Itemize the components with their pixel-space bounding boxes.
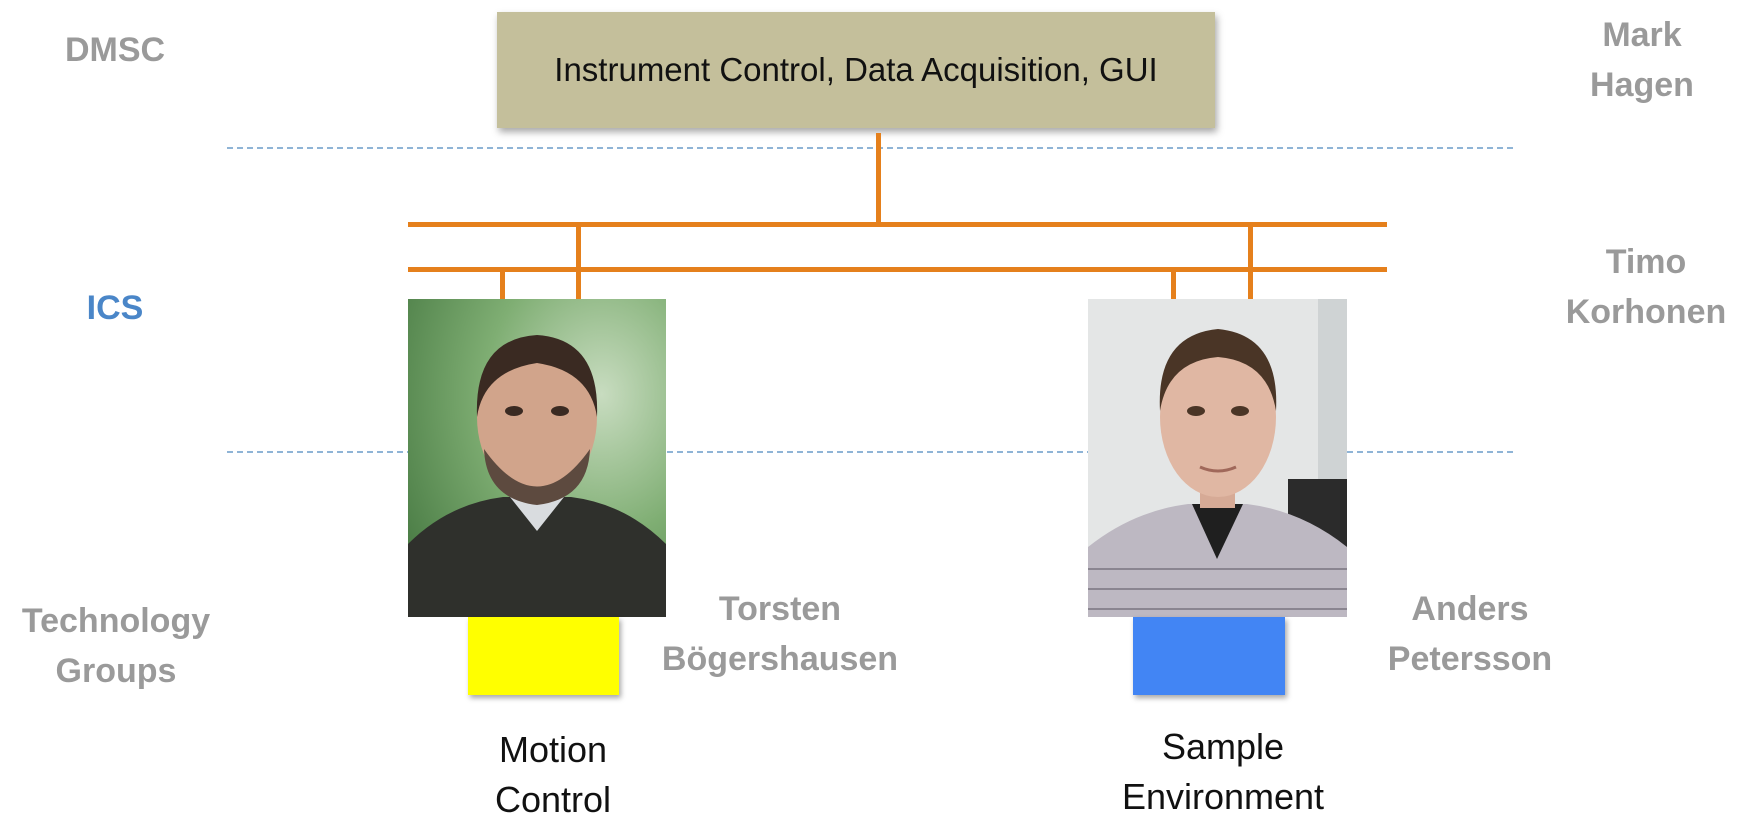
level-label-line: Groups <box>55 652 177 690</box>
portrait-image <box>1088 299 1347 617</box>
caption-line: Sample <box>1161 726 1285 767</box>
level-separator-top <box>227 147 1513 149</box>
connector-drop-motion-2 <box>576 225 581 300</box>
level-separator-bottom <box>227 451 1513 453</box>
motion-control-caption: Motion Control <box>433 725 673 825</box>
person-name-line: Torsten <box>718 590 842 628</box>
person-name-line: Bögershausen <box>661 640 899 678</box>
person-mark-hagen: Mark Hagen <box>1530 10 1746 110</box>
portrait-image <box>408 299 666 617</box>
level-label-line: Technology <box>21 602 211 640</box>
person-name-line: Anders <box>1411 590 1529 628</box>
level-label-technology-groups: Technology Groups <box>0 596 232 696</box>
connector-drop-motion-1 <box>500 270 505 300</box>
sample-environment-swatch <box>1133 617 1285 695</box>
caption-line: Control <box>494 779 612 820</box>
photo-anders-petersson <box>1088 299 1347 617</box>
connector-bus-lower <box>408 267 1387 272</box>
person-name-line: Petersson <box>1387 640 1553 678</box>
person-anders-petersson: Anders Petersson <box>1370 584 1570 684</box>
sample-environment-caption: Sample Environment <box>1078 722 1368 822</box>
person-name-line: Korhonen <box>1565 293 1727 331</box>
level-label-dmsc: DMSC <box>64 31 166 69</box>
person-timo-korhonen: Timo Korhonen <box>1546 237 1746 337</box>
instrument-control-label: Instrument Control, Data Acquisition, GU… <box>554 51 1158 88</box>
connector-drop-sample-2 <box>1248 225 1253 300</box>
caption-line: Environment <box>1121 776 1325 817</box>
connector-drop-sample-1 <box>1171 270 1176 300</box>
level-label-ics: ICS <box>86 289 144 327</box>
person-torsten-bogershausen: Torsten Bögershausen <box>640 584 920 684</box>
motion-control-swatch <box>468 617 619 695</box>
person-name-line: Mark <box>1602 16 1682 54</box>
person-name-line: Timo <box>1605 243 1687 281</box>
connector-vertical-main <box>876 133 881 226</box>
instrument-control-box: Instrument Control, Data Acquisition, GU… <box>497 12 1215 128</box>
person-name-line: Hagen <box>1590 66 1694 104</box>
connector-bus-upper <box>408 222 1387 227</box>
caption-line: Motion <box>498 729 608 770</box>
photo-torsten-bogershausen <box>408 299 666 617</box>
